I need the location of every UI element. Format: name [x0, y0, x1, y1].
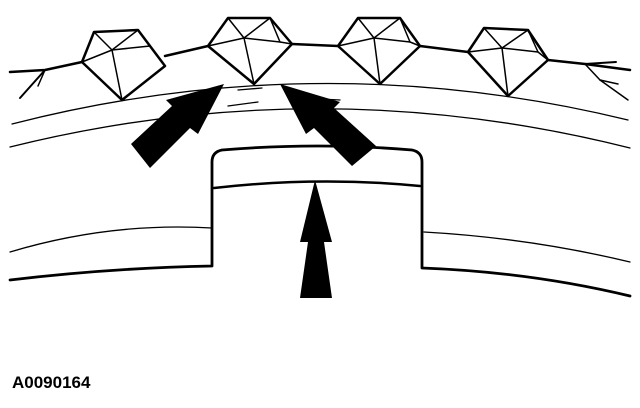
gear-tooth-1: [80, 28, 167, 102]
gear-tooth-2: [206, 16, 294, 86]
arrow-left: [131, 84, 224, 168]
arrow-up: [300, 180, 332, 298]
arrow-right: [280, 84, 376, 166]
gear-tooth-partial-right: [584, 61, 629, 101]
gear-tooth-4: [466, 26, 550, 98]
figure-reference-code: A0090164: [12, 373, 91, 392]
gear-tooth-3: [336, 16, 422, 86]
housing: [8, 144, 632, 298]
gear-tooth-partial-left: [19, 69, 46, 99]
